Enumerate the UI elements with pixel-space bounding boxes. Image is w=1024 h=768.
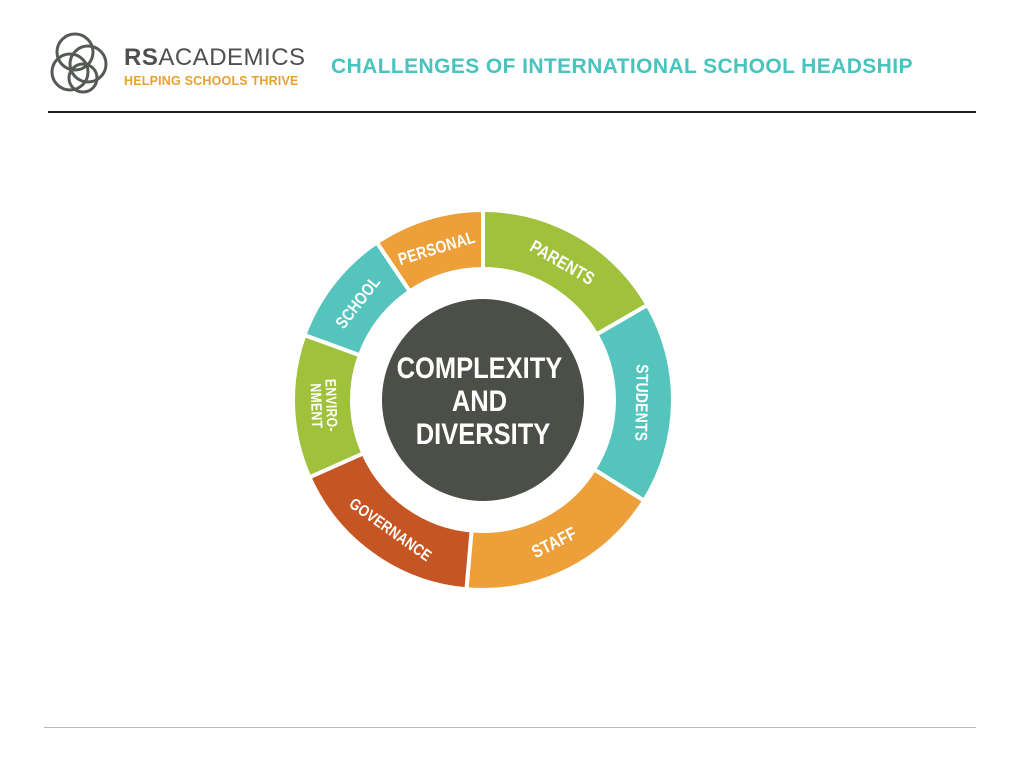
brand-tagline: HELPING SCHOOLS THRIVE: [124, 74, 299, 88]
slide-title: CHALLENGES OF INTERNATIONAL SCHOOL HEADS…: [331, 55, 913, 78]
center-line-2: AND: [452, 384, 507, 417]
brand-bold: RS: [124, 44, 159, 71]
footer-divider: [44, 727, 976, 728]
segment-label-environment: ENVIRO-NMENT: [307, 379, 340, 433]
center-line-1: COMPLEXITY: [397, 351, 563, 384]
header-divider: [48, 111, 976, 113]
segment-school: [301, 239, 413, 358]
center-circle: [382, 299, 584, 501]
brand-rest: ACADEMICS: [158, 44, 306, 71]
brand-name: RSACADEMICS: [124, 46, 306, 70]
center-label: COMPLEXITY AND DIVERSITY: [397, 351, 570, 450]
segment-label-students: STUDENTS: [631, 364, 651, 441]
circles-logo-icon: [50, 32, 108, 94]
logo: RSACADEMICS HELPING SCHOOLS THRIVE: [48, 30, 306, 98]
center-line-3: DIVERSITY: [416, 417, 551, 450]
